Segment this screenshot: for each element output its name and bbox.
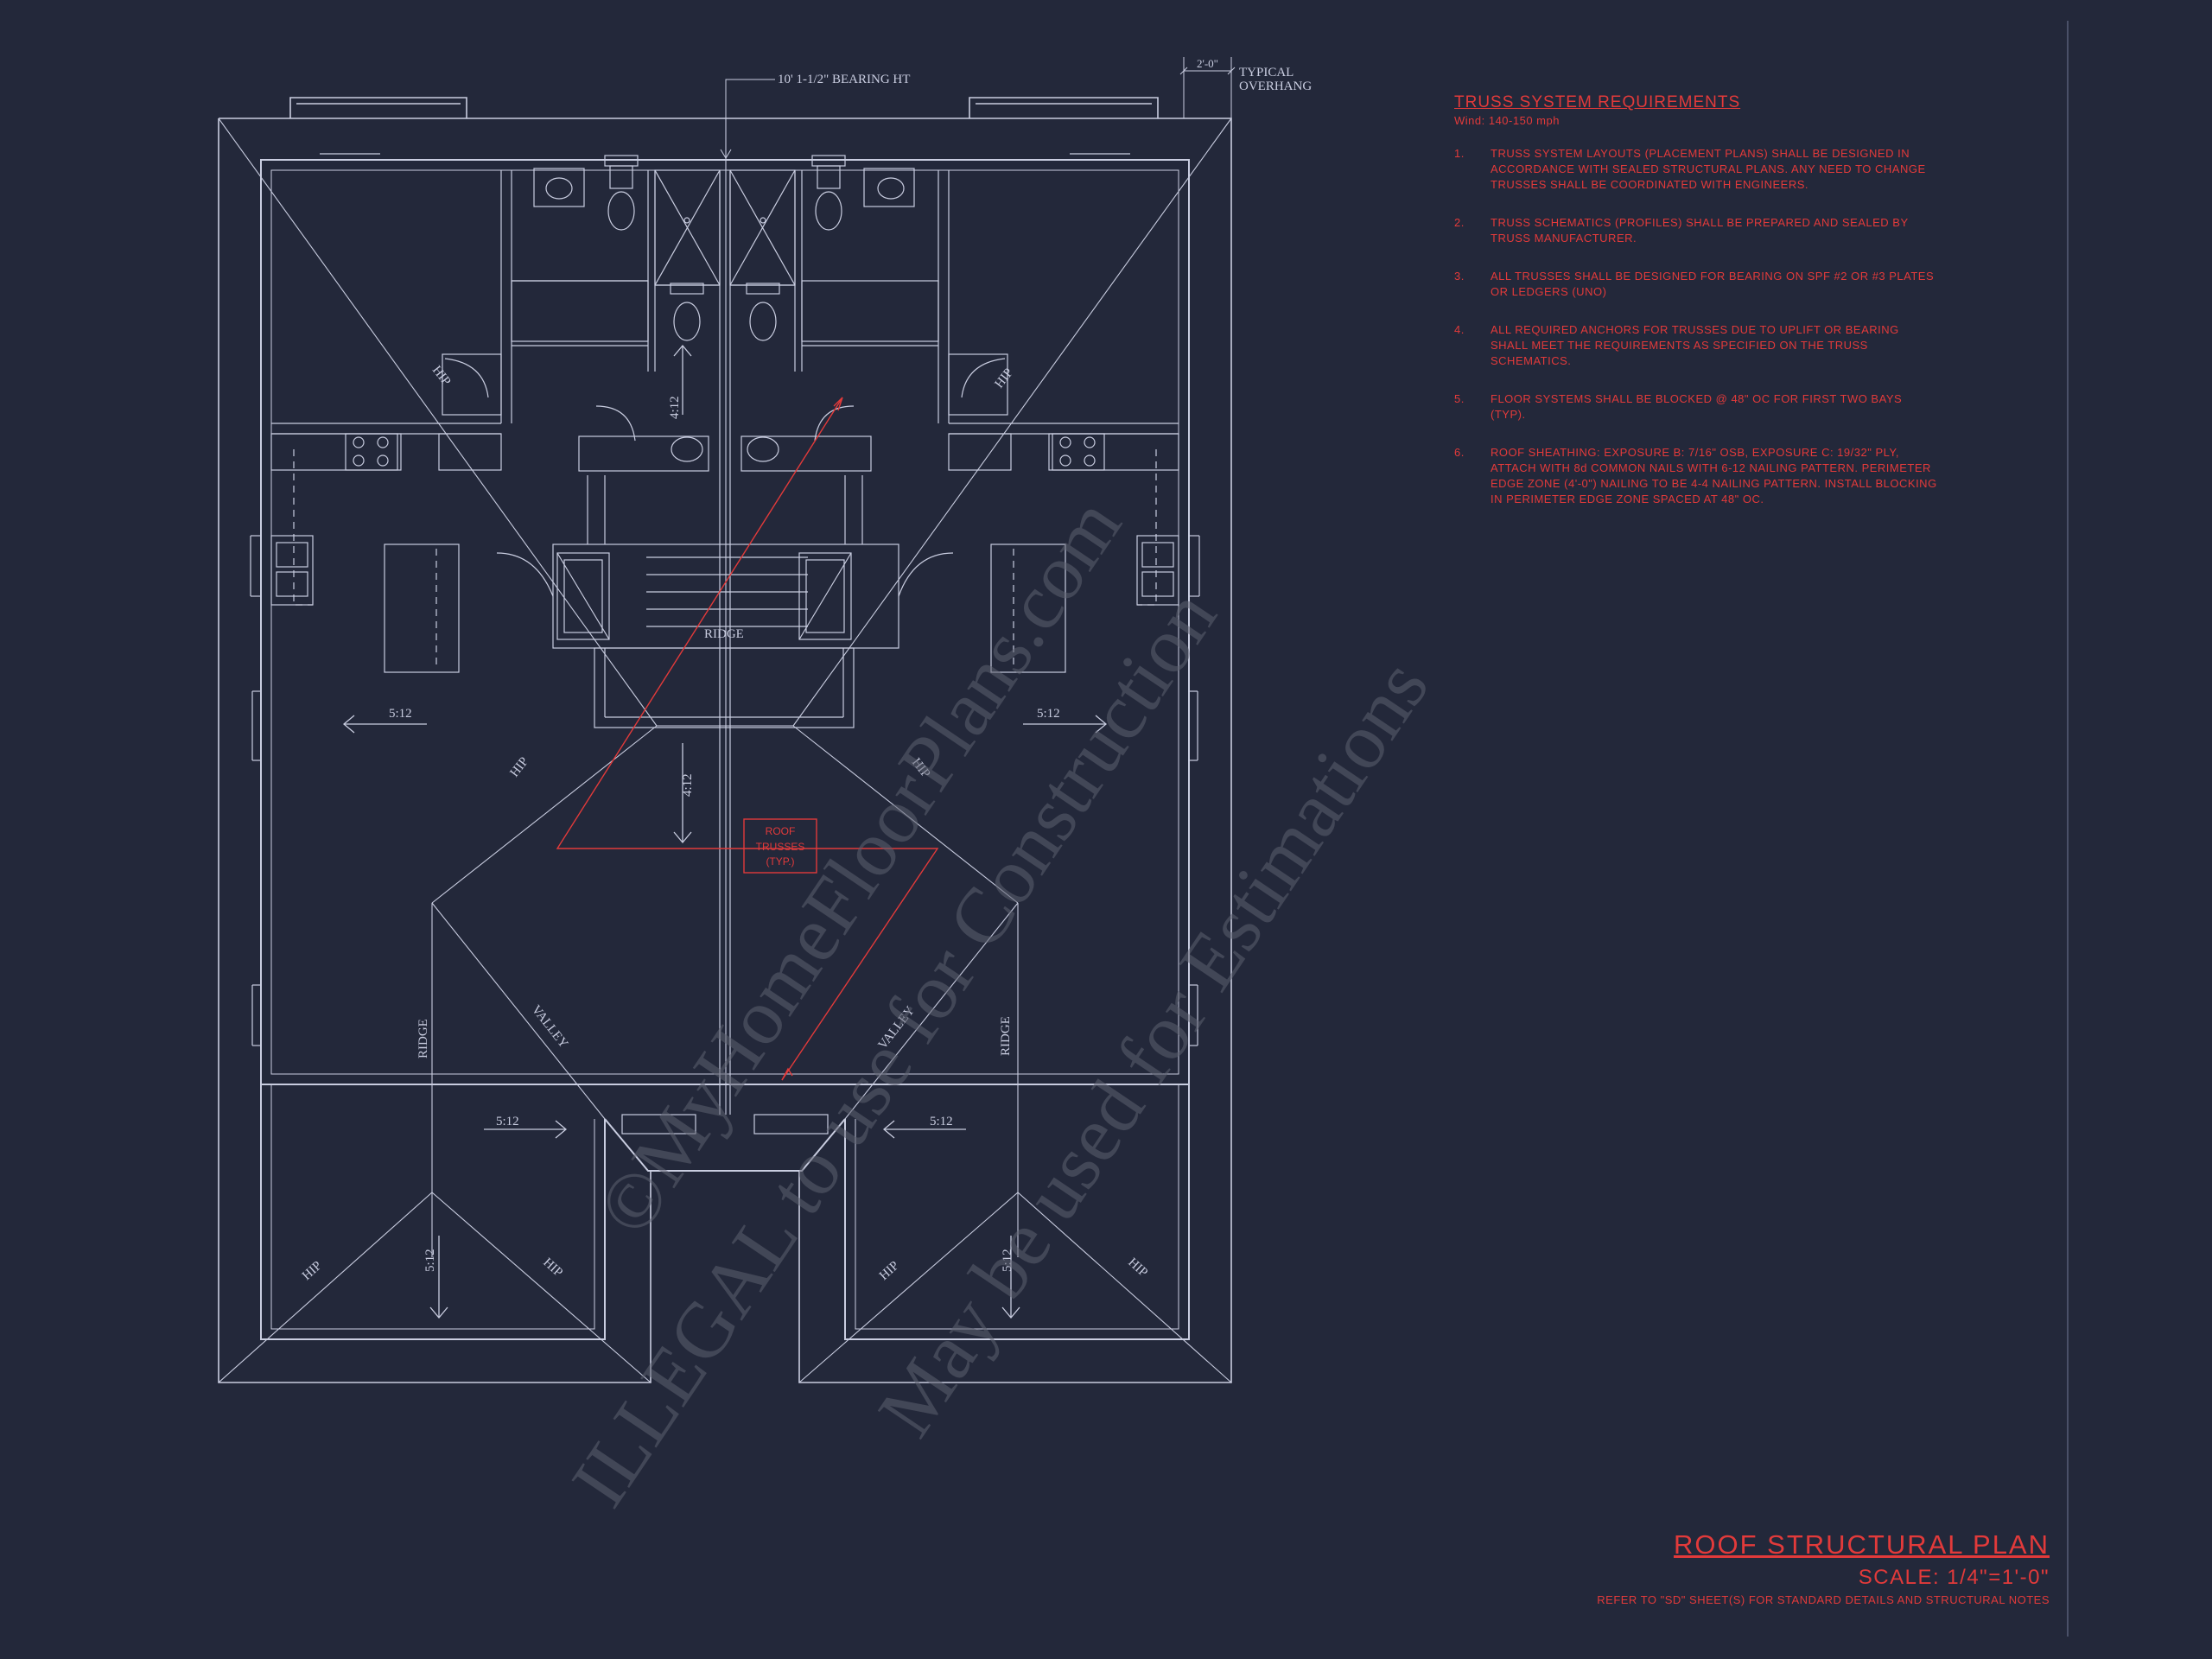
hip-label-wing-lr: HIP: [540, 1255, 565, 1280]
overhang-note-line1: TYPICAL: [1239, 66, 1294, 79]
hip-label-wing-ll: HIP: [300, 1259, 325, 1283]
note-item: 1. TRUSS SYSTEM LAYOUTS (PLACEMENT PLANS)…: [1454, 146, 1938, 193]
roof-trusses-label-2: TRUSSES: [756, 841, 805, 853]
roof-trusses-label-3: (TYP.): [766, 855, 794, 868]
overhang-note-line2: OVERHANG: [1239, 79, 1312, 93]
note-number: 5.: [1454, 392, 1465, 405]
ridge-label-left: RIDGE: [416, 1019, 430, 1058]
truss-notes: TRUSS SYSTEM REQUIREMENTS Wind: 140-150 …: [1454, 93, 1938, 530]
sheet-border-line: [2067, 21, 2069, 1637]
plumbing-fixtures: [250, 153, 1200, 1135]
pitch-label-left: 5:12: [389, 707, 412, 721]
pitch-label-right: 5:12: [1037, 707, 1060, 721]
note-number: 4.: [1454, 323, 1465, 336]
note-item: 6. ROOF SHEATHING: EXPOSURE B: 7/16" OSB,…: [1454, 445, 1938, 507]
bearing-height-label: 10' 1-1/2" BEARING HT: [778, 73, 910, 86]
note-number: 6.: [1454, 446, 1465, 459]
note-text: FLOOR SYSTEMS SHALL BE BLOCKED @ 48" OC …: [1491, 392, 1903, 421]
pitch-label-center: 4:12: [681, 773, 695, 797]
notes-title: TRUSS SYSTEM REQUIREMENTS: [1454, 93, 1741, 111]
valley-label-left: VALLEY: [529, 1003, 570, 1052]
hip-label-wing-rr: HIP: [1125, 1255, 1150, 1280]
note-item: 5. FLOOR SYSTEMS SHALL BE BLOCKED @ 48" O…: [1454, 391, 1938, 423]
note-number: 3.: [1454, 270, 1465, 283]
pitch-arrows: [342, 344, 1108, 1319]
plan-reference-note: REFER TO "SD" SHEET(S) FOR STANDARD DETA…: [1597, 1593, 2050, 1606]
wall-outline: [260, 159, 1190, 1340]
notes-wind-speed: Wind: 140-150 mph: [1454, 114, 1560, 127]
plan-scale: SCALE: 1/4"=1'-0": [1858, 1566, 2050, 1589]
pitch-label-wing-right-h: 5:12: [930, 1115, 953, 1128]
note-item: 3. ALL TRUSSES SHALL BE DESIGNED FOR BEAR…: [1454, 269, 1938, 300]
roof-truss-annotation: [556, 397, 939, 1081]
plan-title: ROOF STRUCTURAL PLAN: [1673, 1529, 2050, 1560]
hip-label-mid-left: HIP: [508, 755, 531, 780]
title-block: ROOF STRUCTURAL PLAN SCALE: 1/4"=1'-0" R…: [1393, 1529, 2050, 1606]
note-text: TRUSS SYSTEM LAYOUTS (PLACEMENT PLANS) S…: [1491, 147, 1926, 191]
note-text: ROOF SHEATHING: EXPOSURE B: 7/16" OSB, E…: [1491, 446, 1937, 505]
pitch-label-wing-right-v: 5:12: [1001, 1249, 1014, 1272]
ridge-label-center: RIDGE: [704, 627, 744, 641]
bearing-height-leader: [720, 57, 1236, 159]
roof-framing-lines: [218, 118, 1232, 1383]
hip-label-wing-rl: HIP: [877, 1259, 902, 1283]
pitch-label-center-top: 4:12: [668, 396, 682, 419]
pitch-label-wing-left-h: 5:12: [496, 1115, 519, 1128]
note-number: 1.: [1454, 147, 1465, 160]
note-item: 2. TRUSS SCHEMATICS (PROFILES) SHALL BE P…: [1454, 215, 1938, 246]
pitch-label-wing-left-v: 5:12: [423, 1249, 437, 1272]
note-text: ALL REQUIRED ANCHORS FOR TRUSSES DUE TO …: [1491, 323, 1899, 367]
note-text: ALL TRUSSES SHALL BE DESIGNED FOR BEARIN…: [1491, 270, 1935, 298]
interior-walls: [271, 170, 1179, 1115]
note-number: 2.: [1454, 216, 1465, 229]
note-item: 4. ALL REQUIRED ANCHORS FOR TRUSSES DUE T…: [1454, 322, 1938, 369]
hip-label-upper-left: HIP: [429, 364, 453, 389]
ridge-label-right: RIDGE: [999, 1016, 1013, 1056]
hip-label-upper-right: HIP: [993, 366, 1016, 391]
note-text: TRUSS SCHEMATICS (PROFILES) SHALL BE PRE…: [1491, 216, 1909, 245]
overhang-dimension: 2'-0": [1197, 57, 1218, 70]
roof-trusses-label-1: ROOF: [766, 825, 796, 837]
